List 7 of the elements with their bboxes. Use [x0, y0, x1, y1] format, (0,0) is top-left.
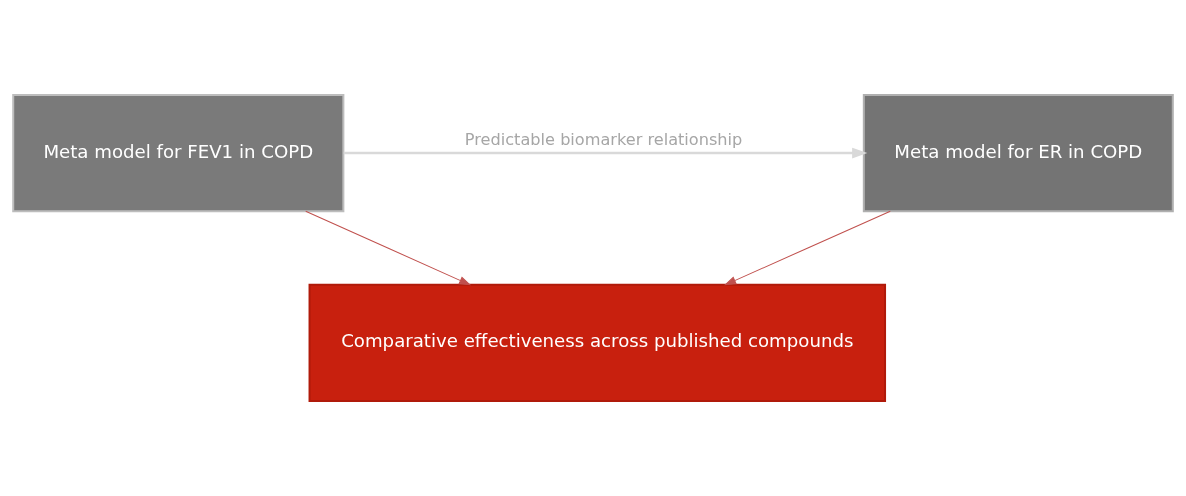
- arrow: [305, 210, 472, 286]
- arrow: [724, 210, 891, 286]
- arrow: [343, 147, 868, 159]
- node-box: Meta model for ER in COPD: [862, 94, 1174, 213]
- edge-label: Predictable biomarker relationship: [464, 129, 743, 149]
- node-box: Comparative effectiveness across published compounds: [308, 283, 887, 402]
- node-box: Meta model for FEV1 in COPD: [12, 94, 345, 213]
